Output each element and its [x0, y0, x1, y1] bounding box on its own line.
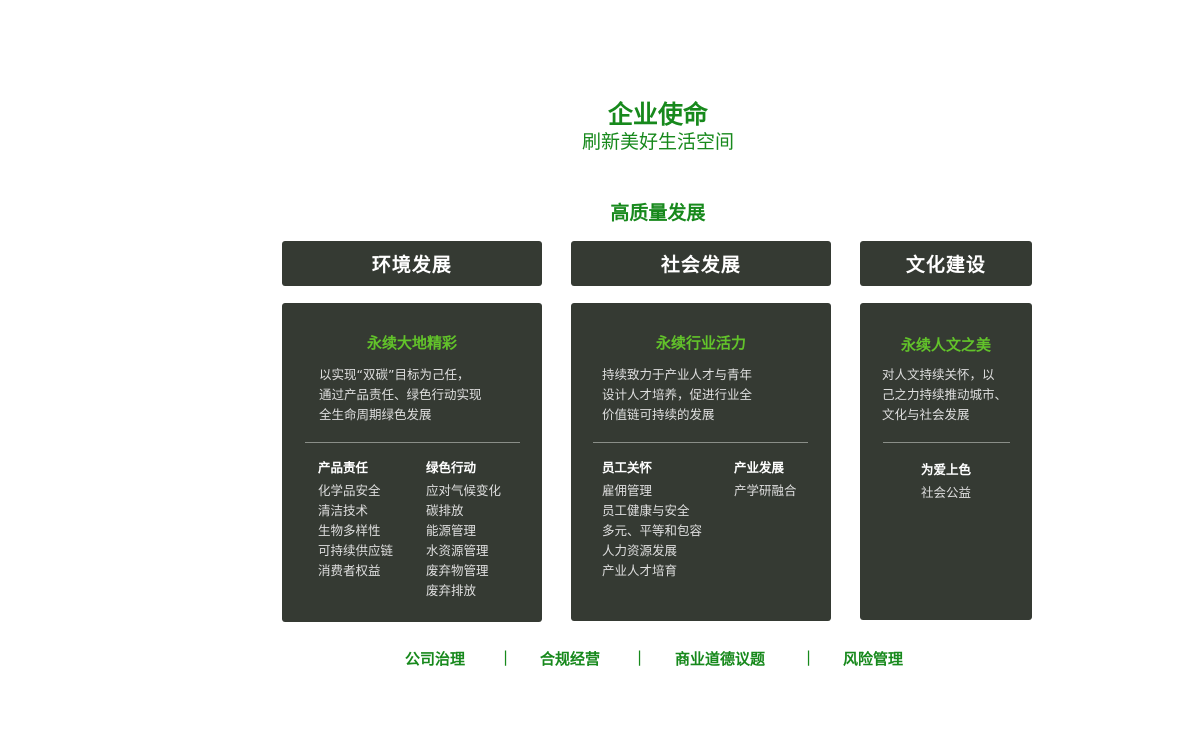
topic-item: 雇佣管理 — [602, 483, 653, 498]
desc-line: 通过产品责任、绿色行动实现 — [319, 387, 482, 402]
desc-line: 文化与社会发展 — [882, 407, 970, 422]
topic-column: 产品责任 化学品安全 清洁技术 生物多样性 可持续供应链 消费者权益 — [318, 458, 393, 581]
topic-item: 碳排放 — [426, 503, 464, 518]
topic-column: 绿色行动 应对气候变化 碳排放 能源管理 水资源管理 废弃物管理 废弃排放 — [426, 458, 501, 601]
column-heading: 为爱上色 — [920, 462, 971, 477]
pillar-card-culture: 永续人文之美 对人文持续关怀，以 己之力持续推动城市、 文化与社会发展 为爱上色… — [860, 303, 1032, 620]
desc-line: 设计人才培养，促进行业全 — [602, 387, 753, 402]
topic-column: 为爱上色 社会公益 — [860, 460, 1032, 503]
card-title: 永续人文之美 — [900, 336, 991, 354]
topic-item: 废弃排放 — [426, 583, 477, 598]
separator: | — [637, 648, 643, 666]
topic-item: 清洁技术 — [318, 503, 369, 518]
column-heading: 产品责任 — [318, 460, 369, 475]
section-title: 高质量发展 — [610, 202, 706, 224]
pillar-card-environment: 永续大地精彩 以实现“双碳”目标为己任， 通过产品责任、绿色行动实现 全生命周期… — [282, 303, 542, 622]
foundation-compliance: 合规经营 — [540, 650, 601, 668]
card-description: 对人文持续关怀，以 己之力持续推动城市、 文化与社会发展 — [882, 365, 1007, 425]
topic-item: 消费者权益 — [318, 563, 381, 578]
divider — [305, 442, 520, 443]
column-heading: 产业发展 — [734, 460, 785, 475]
desc-line: 持续致力于产业人才与青年 — [602, 367, 753, 382]
card-description: 持续致力于产业人才与青年 设计人才培养，促进行业全 价值链可持续的发展 — [602, 365, 752, 425]
foundation-governance: 公司治理 — [405, 650, 466, 668]
topic-item: 应对气候变化 — [426, 483, 502, 498]
pillar-header-environment: 环境发展 — [282, 241, 542, 286]
card-title: 永续大地精彩 — [366, 334, 457, 352]
topic-item: 产学研融合 — [734, 483, 797, 498]
desc-line: 对人文持续关怀，以 — [882, 367, 995, 382]
card-description: 以实现“双碳”目标为己任， 通过产品责任、绿色行动实现 全生命周期绿色发展 — [319, 365, 482, 425]
desc-line: 己之力持续推动城市、 — [882, 387, 1008, 402]
pillar-card-society: 永续行业活力 持续致力于产业人才与青年 设计人才培养，促进行业全 价值链可持续的… — [571, 303, 831, 621]
card-title: 永续行业活力 — [655, 334, 746, 352]
topic-item: 能源管理 — [426, 523, 477, 538]
topic-item: 员工健康与安全 — [602, 503, 690, 518]
topic-item: 可持续供应链 — [318, 543, 394, 558]
topic-item: 社会公益 — [920, 485, 971, 500]
foundation-ethics: 商业道德议题 — [675, 650, 766, 668]
pillar-header-society: 社会发展 — [571, 241, 831, 286]
divider — [593, 442, 808, 443]
foundation-risk: 风险管理 — [843, 650, 904, 668]
desc-line: 全生命周期绿色发展 — [319, 407, 432, 422]
topic-item: 人力资源发展 — [602, 543, 678, 558]
mission-subtitle: 刷新美好生活空间 — [581, 131, 734, 153]
desc-line: 以实现“双碳”目标为己任， — [319, 367, 470, 382]
separator: | — [503, 648, 509, 666]
divider — [883, 442, 1010, 443]
topic-item: 化学品安全 — [318, 483, 381, 498]
column-heading: 绿色行动 — [426, 460, 477, 475]
desc-line: 价值链可持续的发展 — [602, 407, 715, 422]
topic-column: 员工关怀 雇佣管理 员工健康与安全 多元、平等和包容 人力资源发展 产业人才培育 — [602, 458, 702, 581]
topic-item: 废弃物管理 — [426, 563, 489, 578]
mission-title: 企业使命 — [607, 100, 708, 129]
pillar-header-culture: 文化建设 — [860, 241, 1032, 286]
topic-item: 水资源管理 — [426, 543, 489, 558]
separator: | — [806, 648, 812, 666]
topic-column: 产业发展 产学研融合 — [734, 458, 797, 501]
column-heading: 员工关怀 — [602, 460, 653, 475]
topic-item: 多元、平等和包容 — [602, 523, 703, 538]
topic-item: 生物多样性 — [318, 523, 381, 538]
topic-item: 产业人才培育 — [602, 563, 678, 578]
